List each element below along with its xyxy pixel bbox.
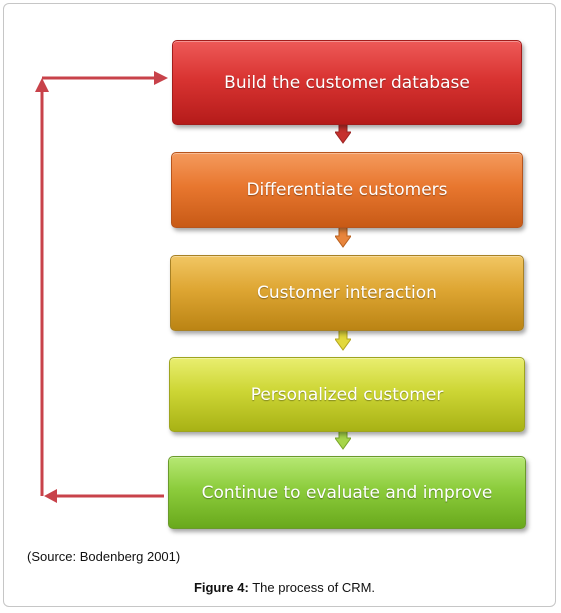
caption-prefix: Figure 4: — [193, 580, 249, 595]
down-arrow-4 — [335, 429, 351, 450]
step-label: Continue to evaluate and improve — [201, 482, 493, 503]
step-differentiate-customers: Differentiate customers — [171, 152, 523, 228]
step-continue-evaluate-improve: Continue to evaluate and improve — [168, 456, 526, 529]
caption-text: The process of CRM. — [248, 580, 376, 595]
step-label: Build the customer database — [224, 72, 470, 93]
step-personalized-customer: Personalized customer — [169, 357, 525, 432]
feedback-loop-arrow — [35, 71, 168, 503]
step-label: Customer interaction — [257, 283, 437, 303]
step-customer-interaction: Customer interaction — [170, 255, 524, 331]
step-label: Personalized customer — [250, 384, 444, 405]
down-arrow-3 — [335, 330, 351, 351]
step-build-customer-database: Build the customer database — [172, 40, 522, 125]
loop-arrowhead-left — [44, 489, 57, 503]
step-label: Differentiate customers — [246, 180, 448, 200]
loop-arrowhead-up — [35, 78, 49, 92]
figure-frame: Build the customer database Differentiat… — [3, 3, 556, 607]
source-note: (Source: Bodenberg 2001) — [27, 549, 181, 564]
figure-caption: Figure 4: The process of CRM. — [4, 580, 561, 595]
down-arrow-2 — [335, 227, 351, 248]
down-arrow-1 — [335, 123, 351, 144]
loop-arrowhead-right — [154, 71, 168, 85]
